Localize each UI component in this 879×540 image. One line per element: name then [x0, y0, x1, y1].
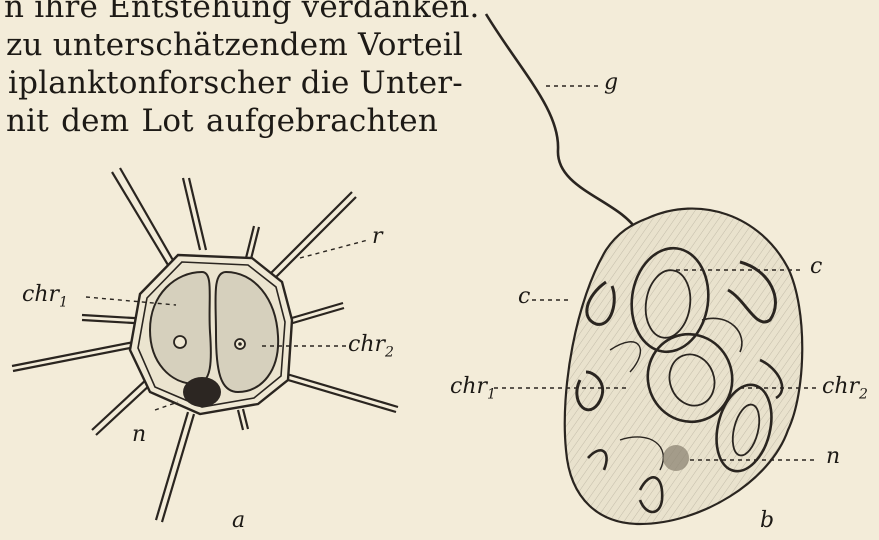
- label-a-chr1: chr1: [22, 282, 68, 310]
- label-b-chr2: chr2: [822, 374, 868, 402]
- label-a-chr2: chr2: [348, 332, 394, 360]
- spine-10: [12, 342, 135, 371]
- flagellate-body: [565, 209, 803, 524]
- label-b-chr1: chr1: [450, 374, 496, 402]
- pyrenoid-2-dot: [238, 342, 242, 346]
- label-a-n: n: [132, 422, 146, 447]
- spine-5: [285, 303, 344, 325]
- pyrenoid-1: [174, 336, 186, 348]
- label-a-r: r: [372, 224, 383, 249]
- label-b-c-left: c: [518, 284, 530, 309]
- spine-4: [268, 192, 356, 281]
- spine-6: [278, 372, 398, 412]
- label-b-b: b: [760, 508, 774, 533]
- spine-1: [112, 168, 174, 265]
- label-a-a: a: [232, 508, 245, 533]
- flagellum: [486, 14, 638, 232]
- figure-b-cell: [486, 14, 818, 524]
- label-b-c-right: c: [810, 254, 822, 279]
- nucleus-a: [183, 377, 221, 407]
- label-b-g: g: [604, 70, 618, 95]
- nucleus-b: [663, 445, 689, 471]
- spine-8: [156, 412, 194, 522]
- spine-7: [238, 409, 248, 430]
- spine-2: [183, 178, 206, 250]
- label-b-n: n: [826, 444, 840, 469]
- figure-a-cell: [12, 168, 398, 522]
